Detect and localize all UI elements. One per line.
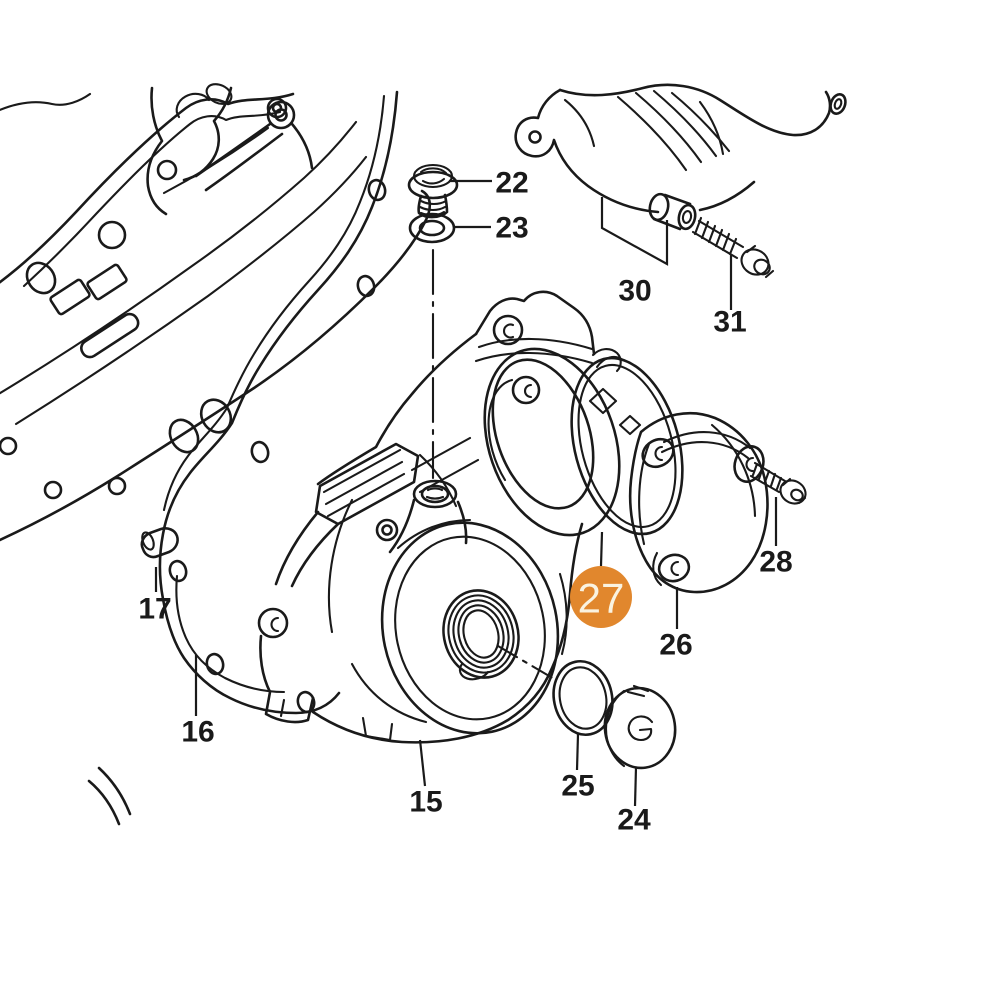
callout-17-label[interactable]: 17 <box>138 593 171 626</box>
callout-16-label[interactable]: 16 <box>181 716 214 749</box>
bolt-28 <box>749 461 807 505</box>
gasket-16 <box>87 90 399 826</box>
o-ring-25 <box>552 660 614 736</box>
callouts: 15 16 17 22 23 24 25 26 27 28 30 31 <box>138 167 792 837</box>
bolt-31 <box>691 216 775 279</box>
crankcase-cover-15 <box>257 248 642 744</box>
bracket-plate <box>514 83 847 214</box>
o-ring-27 <box>570 355 684 536</box>
callout-23-label[interactable]: 23 <box>495 212 528 245</box>
callout-27-label[interactable]: 27 <box>578 575 625 622</box>
callout-30-leader <box>600 197 669 266</box>
washer-23 <box>408 212 456 244</box>
callout-25-label[interactable]: 25 <box>561 770 594 803</box>
callout-26-label[interactable]: 26 <box>659 629 692 662</box>
cap-24 <box>603 684 677 770</box>
callout-31-label[interactable]: 31 <box>713 306 746 339</box>
callout-24-leader <box>633 766 638 807</box>
callout-25-leader <box>575 733 580 771</box>
callout-27-leader <box>599 531 604 567</box>
callout-24-label[interactable]: 24 <box>617 804 651 837</box>
bolt-22 <box>407 163 459 219</box>
cover-26 <box>628 411 769 594</box>
highlight-badge[interactable] <box>570 566 632 628</box>
gasket-upper-left <box>0 92 432 542</box>
engine-case-fragment <box>146 83 314 216</box>
callout-22-label[interactable]: 22 <box>495 167 528 200</box>
callout-28-label[interactable]: 28 <box>759 546 792 579</box>
callout-15-leader <box>418 739 427 787</box>
callout-30-label[interactable]: 30 <box>618 275 651 308</box>
dowel-pin-17 <box>140 527 179 559</box>
callout-15-label[interactable]: 15 <box>409 786 442 819</box>
